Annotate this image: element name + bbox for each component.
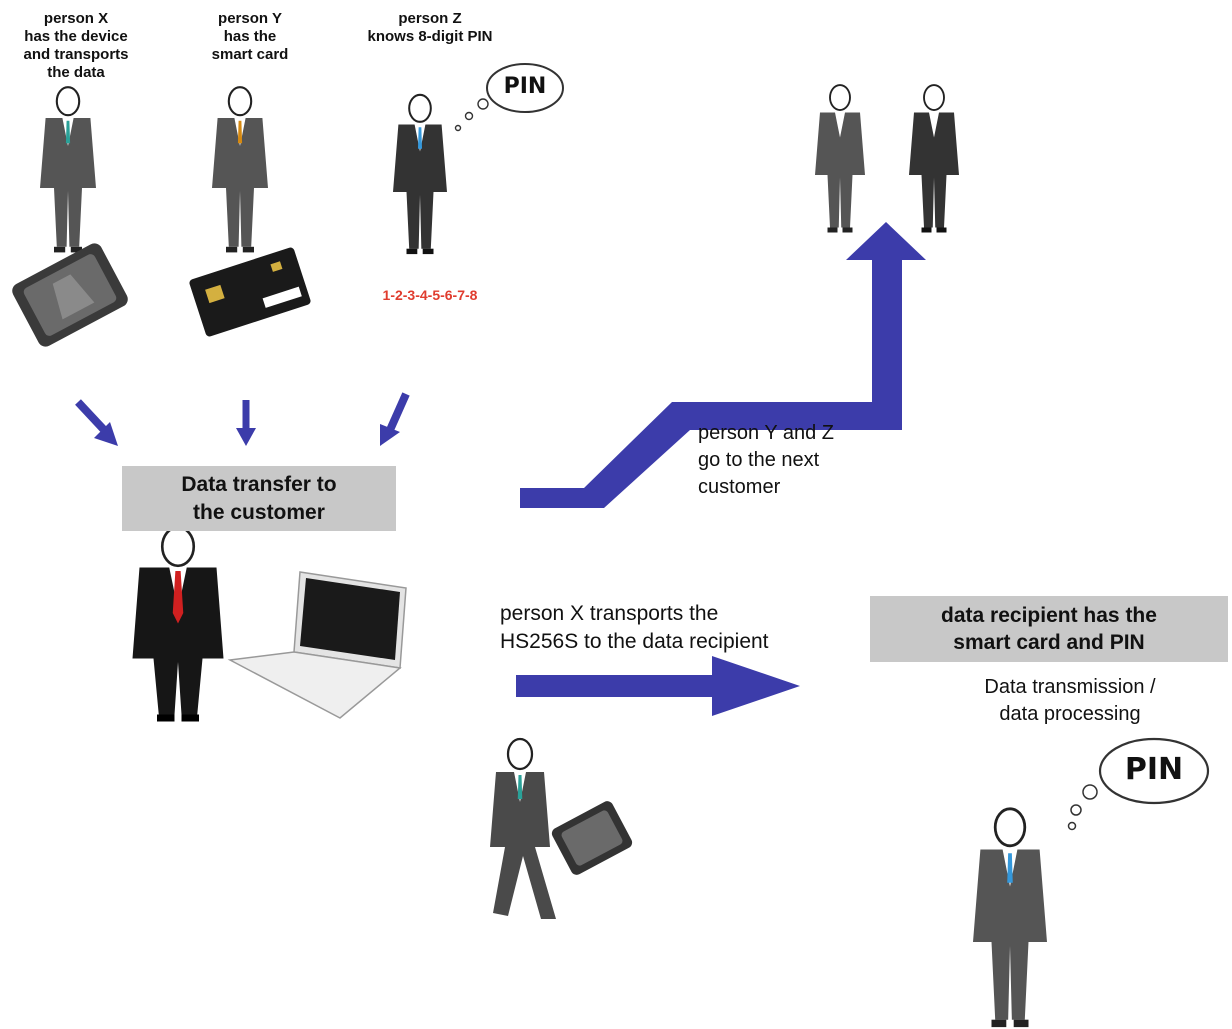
data-transfer-box-line: Data transfer to: [181, 473, 337, 497]
next-customer-text: person Y and Z go to the next customer: [698, 420, 834, 501]
transport-line: person X transports the: [500, 602, 719, 625]
person-y-leaving-figure: [814, 84, 866, 234]
person-x-caption: person X has the device and transports t…: [0, 10, 166, 82]
person-z-caption: person Z knows 8-digit PIN: [340, 10, 520, 46]
arrow-from-pin: [380, 392, 410, 446]
pin-thought-bubble-top: [454, 63, 564, 132]
person-x-caption-line: has the device: [24, 28, 128, 45]
data-recipient-box: data recipient has the smart card and PI…: [870, 596, 1228, 662]
person-y-caption: person Y has the smart card: [160, 10, 340, 64]
person-x-walking-figure: [490, 737, 556, 919]
data-transfer-box: Data transfer to the customer: [122, 466, 396, 531]
person-x-caption-line: the data: [47, 64, 105, 81]
laptop-icon: [227, 571, 407, 719]
pin-bubble-top-text: PIN: [503, 74, 547, 99]
processing-text: Data transmission / data processing: [930, 674, 1210, 728]
person-z-figure: [391, 93, 449, 256]
transport-text: person X transports the HS256S to the da…: [500, 600, 769, 657]
pin-thought-bubble-bottom: [1067, 737, 1210, 831]
pin-bubble-bottom-text: PIN: [1124, 752, 1184, 787]
arrow-from-device: [75, 399, 118, 446]
arrow-to-next-customer: [520, 222, 926, 508]
person-y-figure: [210, 86, 270, 254]
hs256s-device-carried-icon: [551, 801, 633, 875]
person-z-caption-line: knows 8-digit PIN: [367, 28, 493, 45]
person-z-leaving-figure: [908, 84, 960, 234]
person-y-caption-line: smart card: [211, 46, 289, 63]
data-recipient-box-line: data recipient has the: [941, 603, 1157, 627]
person-y-caption-line: has the: [223, 28, 277, 45]
next-customer-line: person Y and Z: [698, 422, 835, 444]
arrow-from-card: [236, 400, 256, 446]
data-transfer-box-line: the customer: [193, 500, 325, 524]
processing-line: data processing: [999, 703, 1141, 725]
processing-line: Data transmission /: [984, 676, 1156, 698]
data-recipient-figure: [971, 807, 1049, 1029]
next-customer-line: go to the next: [698, 449, 820, 471]
hs256s-device-icon: [12, 243, 128, 347]
customer-figure: [132, 525, 224, 722]
person-x-figure: [38, 86, 98, 254]
arrow-to-recipient: [516, 656, 800, 716]
person-x-caption-line: person X: [43, 10, 109, 27]
person-z-caption-line: person Z: [398, 10, 462, 27]
pin-code: 1-2-3-4-5-6-7-8: [382, 287, 478, 303]
person-x-caption-line: and transports: [23, 46, 129, 63]
smart-card-icon: [189, 247, 311, 337]
data-recipient-box-line: smart card and PIN: [953, 631, 1145, 654]
transport-line: HS256S to the data recipient: [500, 630, 769, 654]
next-customer-line: customer: [698, 476, 781, 498]
person-y-caption-line: person Y: [218, 10, 282, 27]
